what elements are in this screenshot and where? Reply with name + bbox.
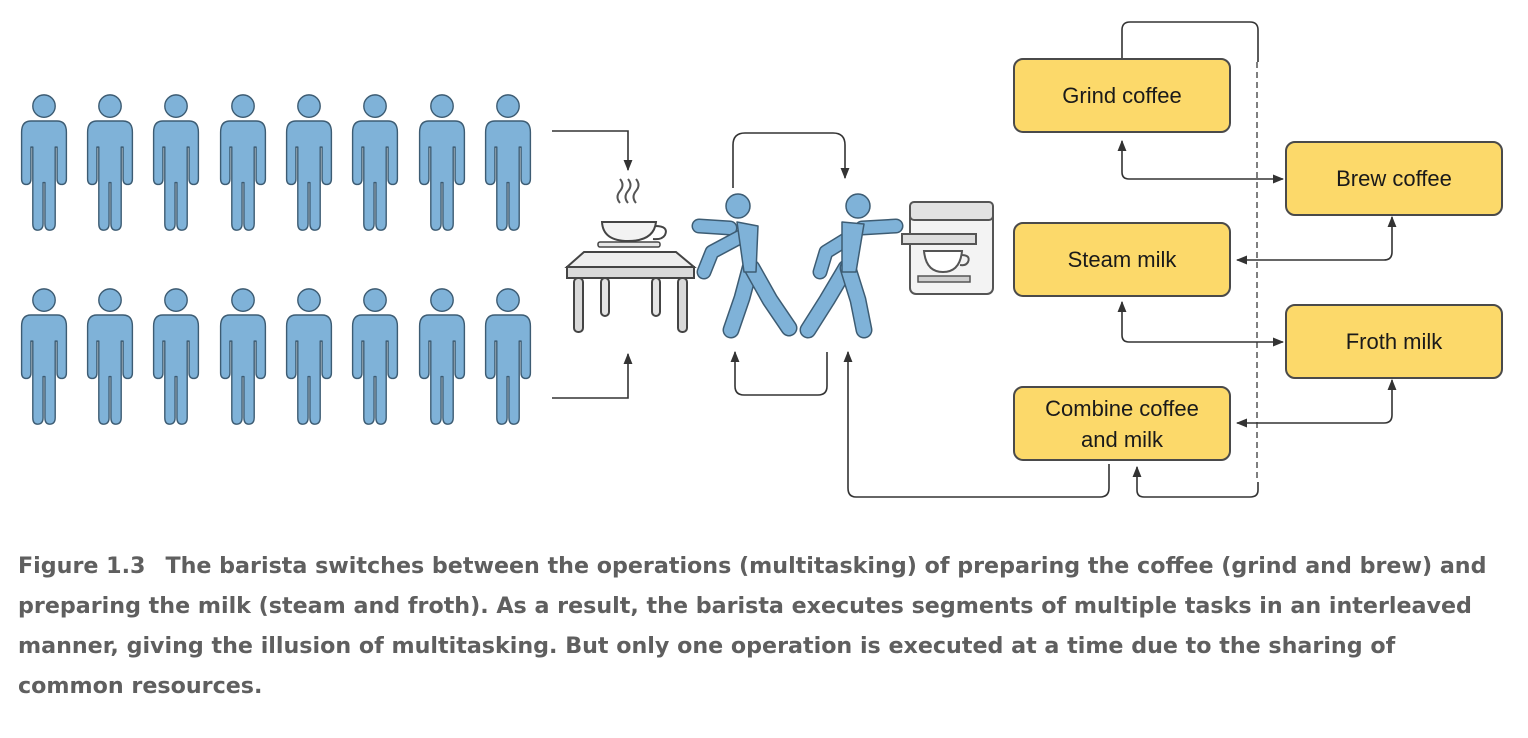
froth-milk-label: Froth milk [1345, 329, 1443, 354]
customer-queue-top [20, 94, 532, 231]
combine-label-line1: Combine coffee [1045, 395, 1199, 421]
diagram: Grind coffee Brew coffee Steam milk Frot… [20, 21, 1503, 498]
combine-label-line2: and milk [1081, 426, 1163, 452]
queue-top-arrow [552, 130, 633, 172]
steam-milk-box: Steam milk [1013, 222, 1231, 297]
counter-table-icon [564, 178, 697, 333]
figure-caption-text: The barista switches between the operati… [18, 553, 1487, 699]
froth-to-combine-arrow [1235, 378, 1397, 428]
brew-coffee-label: Brew coffee [1336, 166, 1452, 191]
queue-bottom-arrow [552, 352, 633, 399]
barista-facing-left-icon [691, 193, 798, 339]
grind-coffee-label: Grind coffee [1062, 83, 1182, 108]
barista-bottom-loop-arrow [730, 350, 828, 396]
top-return-line [1121, 21, 1259, 62]
grind-coffee-box: Grind coffee [1013, 58, 1231, 133]
froth-milk-box: Froth milk [1285, 304, 1503, 379]
steam-milk-label: Steam milk [1067, 247, 1177, 272]
barista-facing-right-icon [799, 193, 904, 339]
espresso-machine-icon [901, 201, 994, 295]
brew-to-steam-arrow [1235, 215, 1397, 265]
diagram-canvas [20, 21, 1397, 498]
steam-to-froth-arrow [1117, 300, 1285, 347]
barista-top-loop-arrow [732, 132, 850, 188]
combine-to-barista-arrow [843, 350, 1110, 498]
customer-queue-bottom [20, 288, 532, 425]
grind-to-brew-arrow [1117, 139, 1285, 184]
figure-label: Figure 1.3 [18, 553, 146, 579]
combine-loop-back-arrow [1132, 465, 1259, 498]
combine-coffee-milk-box: Combine coffee and milk [1013, 386, 1231, 461]
brew-coffee-box: Brew coffee [1285, 141, 1503, 216]
